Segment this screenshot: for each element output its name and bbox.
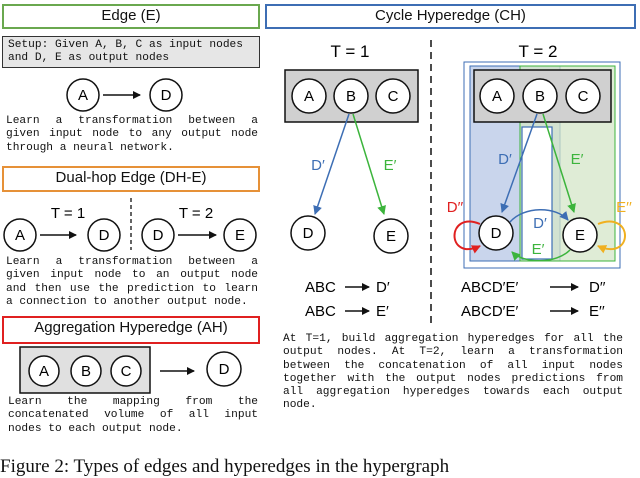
cycle-t2-arrow-e xyxy=(542,113,576,213)
cycle-t2-eq2-rhs: E′′ xyxy=(589,303,605,320)
cycle-t1-node-e-label: E xyxy=(386,228,396,245)
cycle-t2-node-a xyxy=(479,78,515,114)
cycle-t2-cross-e-to-d xyxy=(511,249,571,262)
dual-hop-node-d2 xyxy=(141,218,175,252)
edge-description-text: Learn a transformation between a given i… xyxy=(6,115,258,154)
aggregation-node-d xyxy=(206,351,242,387)
cycle-title-box: Cycle Hyperedge (CH) xyxy=(265,4,636,29)
cycle-t2-node-d xyxy=(478,215,514,251)
aggregation-node-c xyxy=(110,355,142,387)
cycle-t2-edge-label-e: E′ xyxy=(571,151,584,168)
cycle-t2-eq1-rhs: D′′ xyxy=(589,279,606,296)
cycle-t1-edge-label-d: D′ xyxy=(311,157,325,174)
dual-hop-node-e xyxy=(223,218,257,252)
cycle-description-text: At T=1, build aggregation hyperedges for… xyxy=(283,333,623,412)
setup-note: Setup: Given A, B, C as input nodes and … xyxy=(2,36,260,68)
cycle-t2-label: T = 2 xyxy=(519,42,558,61)
cycle-t2-edge-label-d2: D′′ xyxy=(447,199,464,216)
cycle-description: At T=1, build aggregation hyperedges for… xyxy=(283,333,623,413)
cycle-t2-node-c-label: C xyxy=(578,88,589,105)
dual-hop-t2-label: T = 2 xyxy=(179,205,213,222)
dual-hop-title: Dual-hop Edge (DH-E) xyxy=(55,169,207,186)
cycle-t1-eq2-lhs: ABC xyxy=(305,303,336,320)
aggregation-title: Aggregation Hyperedge (AH) xyxy=(34,319,228,336)
cycle-t1-node-e xyxy=(373,218,409,254)
cycle-t2-edge-label-e2: E′′ xyxy=(616,199,632,216)
dual-hop-description-text: Learn a transformation between a given i… xyxy=(6,256,258,308)
edge-graph: A D xyxy=(66,78,183,112)
edge-description: Learn a transformation between a given i… xyxy=(6,115,258,155)
dual-hop-node-d1-label: D xyxy=(99,227,110,244)
cycle-t2-node-c xyxy=(565,78,601,114)
cycle-t1-arrow-d xyxy=(313,113,350,215)
cycle-t1-node-a xyxy=(291,78,327,114)
figure-caption: Figure 2: Types of edges and hyperedges … xyxy=(0,456,449,478)
setup-text: Setup: Given A, B, C as input nodes and … xyxy=(8,39,243,65)
cycle-t2-node-b-label: B xyxy=(535,88,545,105)
cycle-t1-arrow-e xyxy=(352,113,386,215)
cycle-t2-arrow-d xyxy=(500,113,538,213)
dual-hop-node-e-label: E xyxy=(235,227,245,244)
dual-hop-node-a xyxy=(3,218,37,252)
aggregation-description: Learn the mapping from the concatenated … xyxy=(8,396,258,436)
cycle-t2-eq1-lhs: ABCD′E′ xyxy=(461,279,518,296)
dual-hop-node-d2-label: D xyxy=(153,227,164,244)
cycle-t2-node-b xyxy=(522,78,558,114)
aggregation-node-c-label: C xyxy=(121,363,132,380)
figure-caption-text: Figure 2: Types of edges and hyperedges … xyxy=(0,456,450,477)
cycle-t1-label: T = 1 xyxy=(331,42,370,61)
cycle-t1-node-b-label: B xyxy=(346,88,356,105)
cycle-t1-node-d xyxy=(290,215,326,251)
aggregation-node-d-label: D xyxy=(219,361,230,378)
cycle-t2-edge-label-e3: E′ xyxy=(532,241,545,258)
dual-hop-graph: T = 1 T = 2 A D D E xyxy=(3,198,257,252)
cycle-t1-edge-label-e: E′ xyxy=(384,157,397,174)
cycle-t1-eq1-lhs: ABC xyxy=(305,279,336,296)
cycle-t2-node-e xyxy=(562,217,598,253)
aggregation-graph: A B C D xyxy=(19,346,242,394)
cycle-t2-edge-label-d3: D′ xyxy=(533,215,547,232)
dual-hop-t1-label: T = 1 xyxy=(51,205,85,222)
cycle-title: Cycle Hyperedge (CH) xyxy=(375,7,526,24)
cycle-t2-node-d-label: D xyxy=(491,225,502,242)
cycle-t2-outer-frame xyxy=(463,61,621,269)
aggregation-node-b xyxy=(70,355,102,387)
edge-node-d-label: D xyxy=(161,87,172,104)
aggregation-node-b-label: B xyxy=(81,363,91,380)
cycle-t1-node-c-label: C xyxy=(388,88,399,105)
cycle-t2-node-a-label: A xyxy=(492,88,502,105)
cycle-t1-node-a-label: A xyxy=(304,88,314,105)
aggregation-description-text: Learn the mapping from the concatenated … xyxy=(8,396,258,435)
cycle-t2-self-loop-d xyxy=(453,220,481,254)
aggregation-title-box: Aggregation Hyperedge (AH) xyxy=(2,316,260,344)
dual-hop-description: Learn a transformation between a given i… xyxy=(6,256,258,309)
edge-node-a-label: A xyxy=(78,87,88,104)
cycle-t2-eq2-lhs: ABCD′E′ xyxy=(461,303,518,320)
cycle-t1-node-d-label: D xyxy=(303,225,314,242)
cycle-t2-self-loop-e xyxy=(597,220,626,254)
dual-hop-node-a-label: A xyxy=(15,227,25,244)
cycle-t1-eq1-rhs: D′ xyxy=(376,279,390,296)
dual-hop-title-box: Dual-hop Edge (DH-E) xyxy=(2,166,260,192)
cycle-t2-prediction-bar xyxy=(521,126,553,260)
edge-node-a xyxy=(66,78,100,112)
cycle-t2-node-e-label: E xyxy=(575,227,585,244)
cycle-t2-cross-d-to-e xyxy=(509,209,569,223)
cycle-t2-graph: T = 2 A B C D′ E′ D′′ E′′ D′ E′ D E A xyxy=(447,42,632,320)
cycle-t1-node-b xyxy=(333,78,369,114)
edge-node-d xyxy=(149,78,183,112)
cycle-t2-edge-label-d: D′ xyxy=(498,151,512,168)
aggregation-node-a-label: A xyxy=(39,363,49,380)
dual-hop-node-d1 xyxy=(87,218,121,252)
edge-title: Edge (E) xyxy=(101,7,161,24)
cycle-t1-eq2-rhs: E′ xyxy=(376,303,389,320)
aggregation-node-a xyxy=(28,355,60,387)
edge-title-box: Edge (E) xyxy=(2,4,260,29)
cycle-t1-node-c xyxy=(375,78,411,114)
cycle-t1-graph: T = 1 A B C D′ E′ D E ABC D′ ABC E′ xyxy=(284,42,419,320)
